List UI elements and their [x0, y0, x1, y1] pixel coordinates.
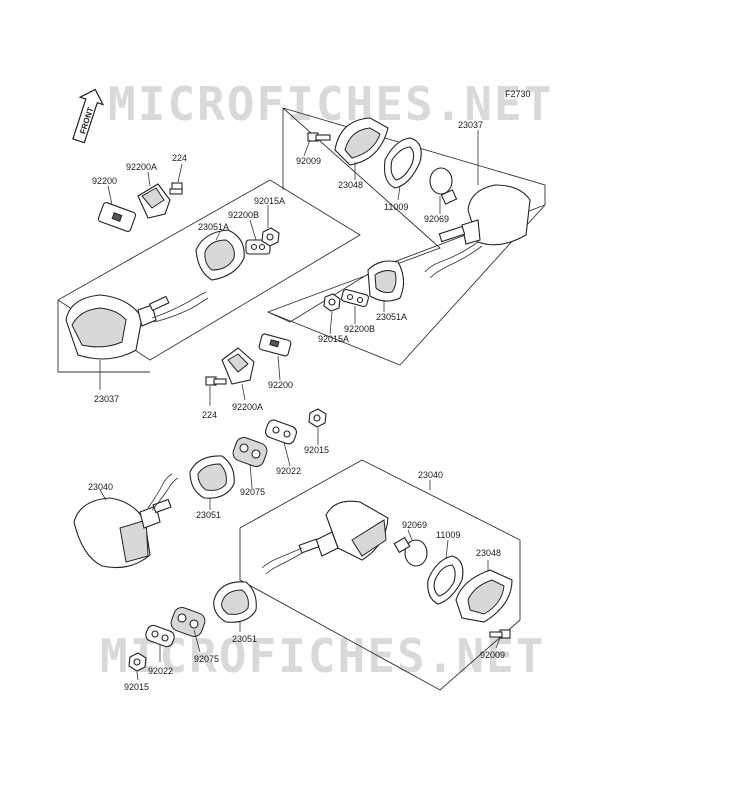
label-11009-top: 11009 — [384, 202, 408, 212]
label-92069-top: 92069 — [424, 214, 449, 224]
label-92015-bottom: 92015 — [124, 682, 149, 692]
label-92069-bottom: 92069 — [402, 520, 427, 530]
plate-92200-mid — [258, 333, 292, 357]
label-224-mid: 224 — [202, 410, 217, 420]
watermark-top: MICROFICHES.NET — [108, 77, 553, 131]
frame-bottom-right — [239, 459, 521, 691]
socket-23051-mid — [189, 455, 235, 499]
label-92022-mid: 92022 — [276, 466, 301, 476]
label-92015A-right: 92015A — [318, 334, 349, 344]
bracket-92200A-left — [137, 183, 171, 219]
bolt-92009-bottom — [489, 629, 511, 639]
bulb-92069-bottom — [393, 536, 428, 567]
screw-224-mid — [205, 376, 227, 386]
label-92022-bottom: 92022 — [148, 666, 173, 676]
label-23037-left: 23037 — [94, 394, 119, 404]
label-92009-bottom: 92009 — [480, 650, 505, 660]
washer-92022-bottom — [145, 624, 175, 648]
lens-23048-top — [334, 117, 389, 166]
turn-signal-23037-left — [65, 291, 209, 360]
turn-signal-23040-right — [261, 500, 389, 575]
nut-92015A-right — [323, 293, 341, 312]
label-92200B-top: 92200B — [228, 210, 259, 220]
socket-23051-bottom — [213, 581, 257, 623]
turn-signal-23040-left — [73, 473, 179, 569]
plate-92200-left — [97, 202, 137, 232]
socket-23051A-left — [195, 229, 245, 281]
label-92200-top: 92200 — [92, 176, 117, 186]
label-224-top: 224 — [172, 153, 187, 163]
bolt-92009-top — [307, 132, 331, 142]
label-92015-mid: 92015 — [304, 445, 329, 455]
nut-92015A-left — [261, 227, 280, 247]
label-92200A-mid: 92200A — [232, 402, 263, 412]
bulb-92069-top — [429, 167, 458, 205]
label-92075-mid: 92075 — [240, 487, 265, 497]
plate-92200B-left — [245, 239, 271, 255]
socket-23051A-right — [367, 260, 405, 302]
plate-92200B-right — [341, 288, 369, 308]
label-23040-right: 23040 — [418, 470, 443, 480]
figure-code: F2730 — [505, 89, 531, 99]
label-23051A-top: 23051A — [198, 222, 229, 232]
label-92200-mid: 92200 — [268, 380, 293, 390]
nut-92015-mid — [308, 408, 327, 428]
label-92200B-right: 92200B — [344, 324, 375, 334]
lens-23048-bottom — [455, 569, 513, 623]
gasket-11009-bottom — [427, 555, 464, 605]
label-92015A-top: 92015A — [254, 196, 285, 206]
washer-92022-mid — [264, 419, 298, 445]
grommet-92075-mid — [232, 437, 268, 467]
label-23040-left: 23040 — [88, 482, 113, 492]
front-arrow-icon: FRONT — [72, 88, 105, 144]
label-23051-mid: 23051 — [196, 510, 221, 520]
label-92200A-top: 92200A — [126, 162, 157, 172]
label-23051-bottom: 23051 — [232, 634, 257, 644]
gasket-11009-top — [383, 137, 422, 189]
turn-signal-23037-right — [424, 184, 531, 279]
label-23037-top: 23037 — [458, 120, 483, 130]
grommet-92075-bottom — [170, 607, 206, 637]
screw-224-left — [169, 182, 183, 195]
leader-lines — [99, 130, 501, 681]
nut-92015-bottom — [128, 652, 147, 672]
bracket-92200A-mid — [221, 347, 255, 385]
label-23048-bottom: 23048 — [476, 548, 501, 558]
label-23051A-right: 23051A — [376, 312, 407, 322]
label-92009-top: 92009 — [296, 156, 321, 166]
label-92075-bottom: 92075 — [194, 654, 219, 664]
label-11009-bottom: 11009 — [436, 530, 460, 540]
label-23048-top: 23048 — [338, 180, 363, 190]
